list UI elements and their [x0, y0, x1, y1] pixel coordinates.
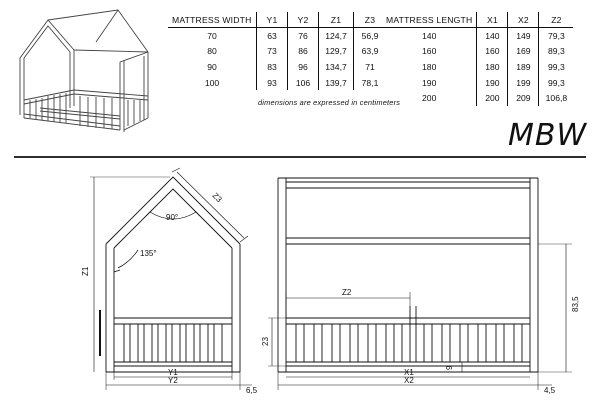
- cell: 180: [422, 61, 437, 72]
- dim-65-label: 6,5: [246, 386, 258, 395]
- cell: 189: [507, 59, 539, 75]
- cell: 63: [256, 27, 288, 44]
- table-row: 70 63 76 124,7 56,9: [168, 27, 386, 44]
- header-y2: Y2: [287, 12, 319, 28]
- z3-label: Z3: [211, 191, 224, 204]
- header-mattress-width: MATTRESS WIDTH: [168, 12, 257, 28]
- cell: 160: [422, 46, 437, 57]
- cell: 89,3: [538, 43, 574, 60]
- header-x2: X2: [507, 12, 539, 28]
- cell: 190: [476, 74, 508, 91]
- cell: 63,9: [353, 43, 386, 60]
- cell: 99,3: [538, 59, 574, 75]
- table-row: 80 73 86 129,7 63,9: [168, 43, 386, 60]
- x1-label: X1: [404, 368, 414, 377]
- dim-9-label: 9: [445, 365, 454, 370]
- cell: 80: [207, 46, 217, 57]
- z2-label: Z2: [342, 288, 352, 297]
- table-row: 160 160 169 89,3: [382, 43, 574, 60]
- cell: 140: [476, 27, 508, 44]
- side-view: [268, 177, 572, 390]
- angle-roof-label: 90°: [166, 213, 178, 222]
- header-y1: Y1: [256, 12, 288, 28]
- cell: 70: [207, 30, 217, 41]
- cell: 169: [507, 43, 539, 60]
- header-z2: Z2: [538, 12, 574, 28]
- cell: 129,7: [318, 43, 354, 60]
- cell: 209: [507, 90, 539, 106]
- cell: 93: [256, 74, 288, 91]
- cell: 83: [256, 59, 288, 75]
- cell: 71: [353, 59, 386, 75]
- header-x1: X1: [476, 12, 508, 28]
- width-table-header: MATTRESS WIDTH Y1 Y2 Z1 Z3: [168, 12, 386, 28]
- dim-45-label: 4,5: [544, 386, 556, 395]
- cell: 56,9: [353, 27, 386, 44]
- table-row: 140 140 149 79,3: [382, 27, 574, 44]
- cell: 200: [422, 93, 437, 104]
- cell: 99,3: [538, 74, 574, 91]
- table-row: 180 180 189 99,3: [382, 59, 574, 75]
- cell: 199: [507, 74, 539, 91]
- mattress-width-table: MATTRESS WIDTH Y1 Y2 Z1 Z3 70 63 76 124,…: [168, 12, 386, 91]
- front-view: [90, 167, 252, 390]
- length-table-header: MATTRESS LENGTH X1 X2 Z2: [382, 12, 574, 28]
- x2-label: X2: [404, 376, 414, 385]
- table-row: 190 190 199 99,3: [382, 74, 574, 91]
- cell: 200: [476, 90, 508, 106]
- y2-label: Y2: [168, 376, 178, 385]
- header-z3: Z3: [353, 12, 386, 28]
- header-mattress-length: MATTRESS LENGTH: [382, 12, 477, 28]
- cell: 190: [422, 77, 437, 88]
- cell: 100: [204, 77, 220, 88]
- dim-835-label: 83,5: [571, 296, 580, 312]
- cell: 73: [256, 43, 288, 60]
- angle-side-label: 135°: [140, 249, 157, 258]
- table-row: 200 200 209 106,8: [382, 90, 574, 106]
- cell: 124,7: [318, 27, 354, 44]
- mattress-length-table: MATTRESS LENGTH X1 X2 Z2 140 140 149 79,…: [382, 12, 574, 106]
- cell: 106,8: [538, 90, 574, 106]
- brand-logo: MBW: [508, 118, 588, 153]
- cell: 180: [476, 59, 508, 75]
- cell: 78,1: [353, 74, 386, 91]
- dim-23-label: 23: [261, 337, 270, 346]
- cell: 86: [287, 43, 319, 60]
- header-z1: Z1: [318, 12, 354, 28]
- cell: 140: [422, 30, 437, 41]
- cell: 79,3: [538, 27, 574, 44]
- y1-label: Y1: [168, 368, 178, 377]
- table-row: 100 93 106 139,7 78,1: [168, 74, 386, 91]
- table-row: 90 83 96 134,7 71: [168, 59, 386, 75]
- units-note: dimensions are expressed in centimeters: [258, 98, 401, 107]
- cell: 149: [507, 27, 539, 44]
- cell: 139,7: [318, 74, 354, 91]
- cell: 90: [207, 61, 217, 72]
- cell: 160: [476, 43, 508, 60]
- cell: 96: [287, 59, 319, 75]
- cell: 134,7: [318, 59, 354, 75]
- cell: 106: [287, 74, 319, 91]
- cell: 76: [287, 27, 319, 44]
- z1-label: Z1: [81, 266, 90, 276]
